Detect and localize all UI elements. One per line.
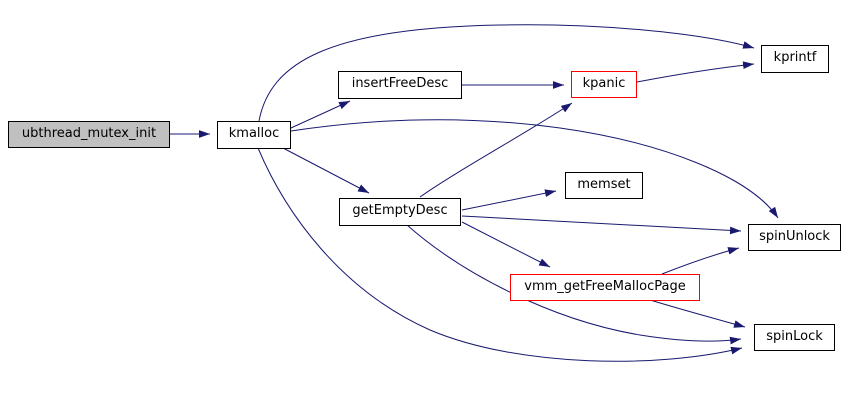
edge-kmalloc-to-kprintf [258,24,755,122]
node-vmm_getFreeMallocPage[interactable]: vmm_getFreeMallocPage [510,274,700,301]
node-insertFreeDesc[interactable]: insertFreeDesc [338,71,462,99]
edge-getEmptyDesc-to-vmm_getFreeMallocPage [461,221,551,268]
edge-kmalloc-to-spinUnlock [290,119,779,219]
node-getEmptyDesc[interactable]: getEmptyDesc [339,198,461,226]
edge-kmalloc-to-spinLock [257,147,743,362]
edge-vmm_getFreeMallocPage-to-spinLock [649,299,746,328]
node-kprintf[interactable]: kprintf [761,45,829,73]
edge-kmalloc-to-insertFreeDesc [290,100,351,129]
edge-kmalloc-to-getEmptyDesc [282,147,370,194]
node-spinLock[interactable]: spinLock [754,324,835,351]
edge-vmm_getFreeMallocPage-to-spinUnlock [661,247,740,275]
node-kpanic[interactable]: kpanic [571,71,637,98]
edge-getEmptyDesc-to-memset [461,189,557,211]
node-kmalloc[interactable]: kmalloc [217,121,291,149]
edge-getEmptyDesc-to-kpanic [419,102,573,198]
edge-kpanic-to-kprintf [636,61,755,83]
edge-getEmptyDesc-to-spinUnlock [461,215,742,235]
node-ubthread_mutex_init: ubthread_mutex_init [8,121,170,148]
edge-getEmptyDesc-to-spinLock [406,224,742,345]
node-memset[interactable]: memset [565,172,643,199]
node-spinUnlock[interactable]: spinUnlock [748,224,841,251]
